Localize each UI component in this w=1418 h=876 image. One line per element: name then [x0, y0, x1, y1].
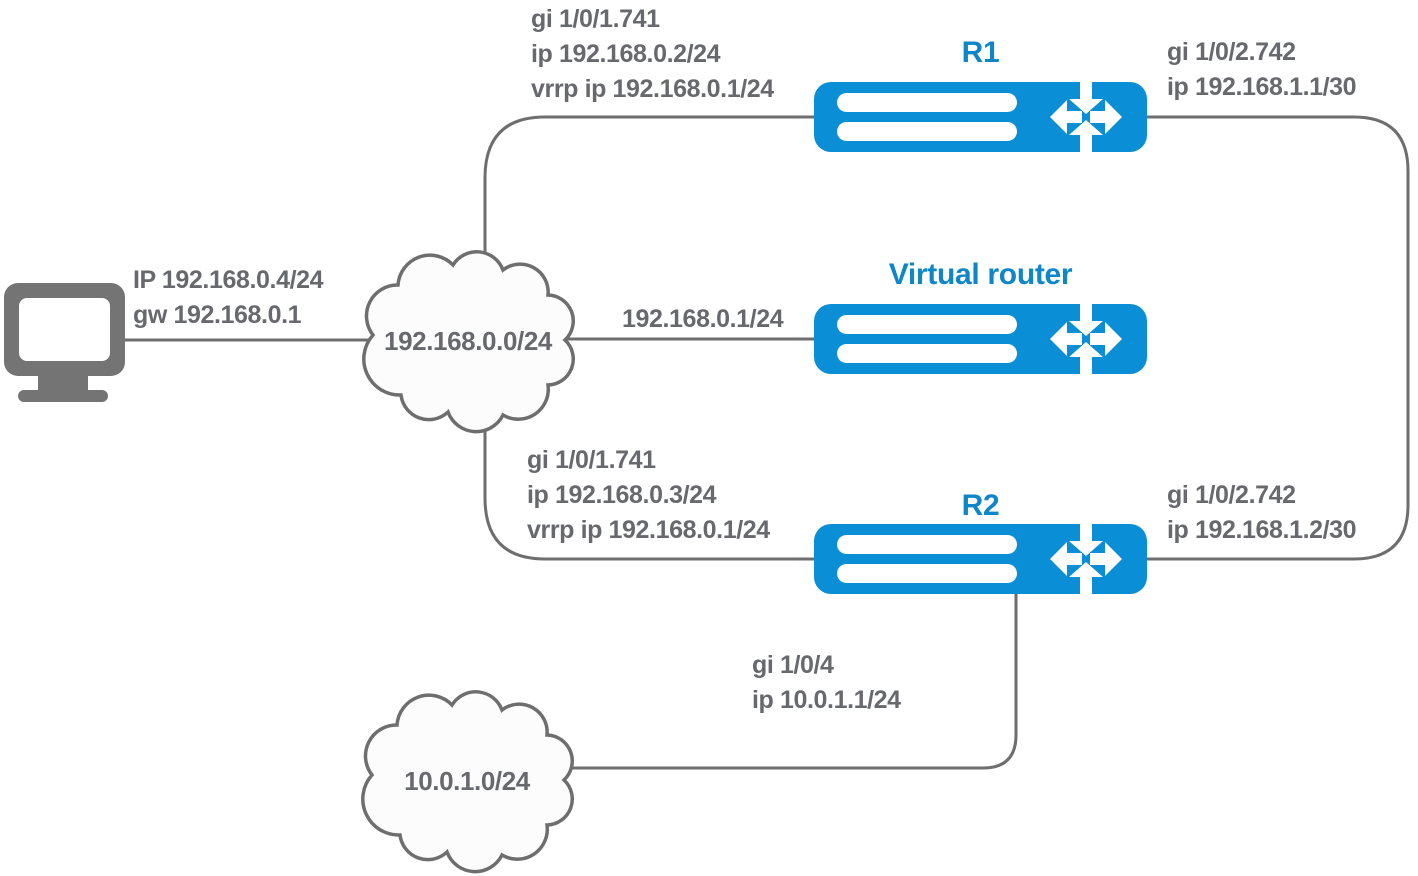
pc-base [18, 390, 108, 402]
ip-line: ip 192.168.0.2/24 [531, 40, 721, 68]
virtual-router-address-label: 192.168.0.1/24 [622, 302, 784, 337]
connector-lan-cloud-to-r2 [483, 390, 828, 561]
router-title-r2: R2 [961, 489, 1000, 522]
router-title-virtual: Virtual router [888, 258, 1073, 291]
ip-line: ip 192.168.1.1/30 [1167, 73, 1357, 101]
connector-lan-cloud-to-r1 [483, 115, 828, 290]
pc-address-label: IP 192.168.0.4/24 gw 192.168.0.1 [133, 263, 324, 333]
ip-line: 192.168.0.1/24 [622, 305, 784, 333]
pc-icon [4, 283, 125, 402]
vrrp-line: vrrp ip 192.168.0.1/24 [531, 75, 774, 103]
r2-left-interface-label: gi 1/0/1.741 ip 192.168.0.3/24 vrrp ip 1… [527, 443, 770, 548]
r2-right-interface-label: gi 1/0/2.742 ip 192.168.1.2/30 [1167, 478, 1357, 548]
connector-r2-to-remote-cloud [545, 590, 1018, 770]
connector-r1-to-r2 [1144, 115, 1410, 561]
pc-stand [38, 374, 88, 391]
ip-line: ip 10.0.1.1/24 [752, 686, 901, 714]
interface-line: gi 1/0/2.742 [1167, 38, 1296, 66]
pc-monitor-screen [19, 298, 110, 361]
interface-line: gi 1/0/4 [752, 651, 834, 679]
r1-left-interface-label: gi 1/0/1.741 ip 192.168.0.2/24 vrrp ip 1… [531, 2, 774, 107]
ip-line: ip 192.168.0.3/24 [527, 481, 717, 509]
router-title-r1: R1 [961, 36, 1000, 69]
pc-gateway-line: gw 192.168.0.1 [133, 301, 302, 329]
vrrp-line: vrrp ip 192.168.0.1/24 [527, 516, 770, 544]
lan-cloud-label: 192.168.0.0/24 [384, 326, 552, 356]
pc-ip-line: IP 192.168.0.4/24 [133, 266, 324, 294]
interface-line: gi 1/0/2.742 [1167, 481, 1296, 509]
remote-cloud-label: 10.0.1.0/24 [404, 766, 530, 796]
interface-line: gi 1/0/1.741 [527, 446, 656, 474]
router-icon-r1 [814, 82, 1147, 152]
ip-line: ip 192.168.1.2/30 [1167, 516, 1357, 544]
interface-line: gi 1/0/1.741 [531, 5, 660, 33]
r1-right-interface-label: gi 1/0/2.742 ip 192.168.1.1/30 [1167, 35, 1357, 105]
router-icon-virtual [814, 304, 1147, 374]
r2-bottom-interface-label: gi 1/0/4 ip 10.0.1.1/24 [752, 648, 901, 718]
router-icon-r2 [814, 524, 1147, 594]
